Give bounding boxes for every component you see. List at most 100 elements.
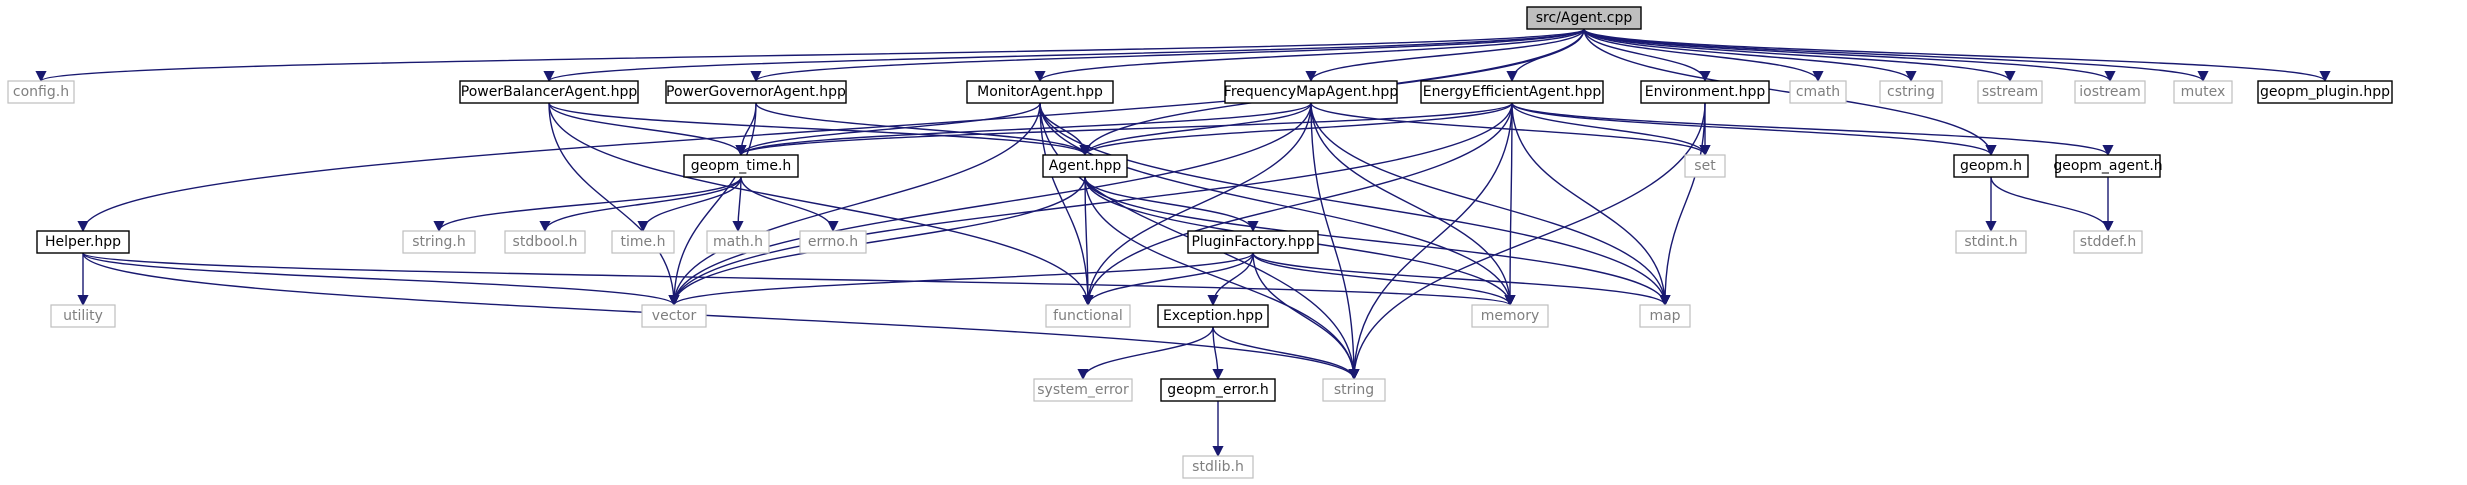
edge-geopmtime-to-errnoh [740,176,839,233]
node-geopmerror-box [1160,378,1276,402]
node-geopmagent-label: geopm_agent.h [2053,158,2162,174]
node-stddef-box [2073,230,2143,254]
node-functional: functional [1045,304,1131,328]
node-freqmap-box [1224,80,1398,104]
node-errnoh-box [799,230,867,254]
node-pluginfactory[interactable]: PluginFactory.hpp [1187,230,1319,254]
edge-powerbal-to-agent [548,102,1091,157]
node-timeh: time.h [611,230,675,254]
node-plugin-label: geopm_plugin.hpp [2260,84,2390,100]
edge-freqmap-to-vector [668,102,1312,307]
node-stdint: stdint.h [1955,230,2027,254]
edge-helper-to-string [82,252,1360,381]
node-helper[interactable]: Helper.hpp [36,230,130,254]
node-config-box [7,80,75,104]
node-config-label: config.h [13,84,69,100]
edges-layer [36,28,2331,458]
node-memory: memory [1471,304,1549,328]
edge-root-to-monitor [1034,28,1585,83]
edge-geopmtime-to-timeh [637,176,742,233]
edge-pluginfactory-to-memory [1252,252,1516,307]
node-powergov[interactable]: PowerGovernorAgent.hpp [665,80,847,104]
node-string-label: string [1334,382,1374,398]
node-cmath: cmath [1789,80,1847,104]
edge-energy-to-set [1511,102,1711,157]
node-cstring: cstring [1879,80,1943,104]
node-cmath-box [1789,80,1847,104]
edge-freqmap-to-map [1310,102,1671,307]
node-sstream-label: sstream [1982,84,2038,100]
node-geopmerror-label: geopm_error.h [1167,382,1269,398]
edge-environment-to-map [1659,102,1706,307]
node-helper-label: Helper.hpp [45,234,121,250]
edge-monitor-to-map [1039,102,1671,307]
edge-pluginfactory-to-exception [1207,252,1254,307]
node-geopmerror[interactable]: geopm_error.h [1160,378,1276,402]
node-root-label: src/Agent.cpp [1536,10,1633,26]
node-root-box [1526,6,1642,30]
node-string: string [1322,378,1386,402]
node-iostream-label: iostream [2079,84,2141,100]
node-system_error-label: system_error [1037,382,1129,398]
edge-root-to-freqmap [1305,28,1585,83]
node-agent[interactable]: Agent.hpp [1042,154,1128,178]
edge-monitor-to-geopmtime [735,102,1041,157]
node-geopmtime-label: geopm_time.h [691,158,792,174]
node-powerbal[interactable]: PowerBalancerAgent.hpp [459,80,639,104]
node-plugin-box [2257,80,2393,104]
edge-agent-to-vector [668,176,1086,307]
node-freqmap[interactable]: FrequencyMapAgent.hpp [1224,80,1399,104]
edge-freqmap-to-set [1310,102,1711,157]
node-stdbool-box [504,230,586,254]
node-monitor[interactable]: MonitorAgent.hpp [966,80,1114,104]
node-string-box [1322,378,1386,402]
edge-monitor-to-memory [1039,102,1516,307]
edge-root-to-cstring [1583,28,1917,83]
node-sstream-box [1977,80,2043,104]
node-utility-box [50,304,116,328]
edge-root-to-plugin [1583,28,2331,83]
edge-energy-to-map [1511,102,1671,307]
node-exception[interactable]: Exception.hpp [1157,304,1269,328]
node-agent-label: Agent.hpp [1049,158,1122,174]
edge-root-to-powergov [750,28,1585,83]
edge-monitor-to-vector [668,102,1041,307]
node-utility-label: utility [63,308,103,324]
edge-pluginfactory-to-map [1252,252,1671,307]
node-stdbool: stdbool.h [504,230,586,254]
edge-helper-to-memory [82,252,1516,307]
edge-energy-to-memory [1504,102,1516,307]
edge-pluginfactory-to-vector [668,252,1254,307]
node-exception-label: Exception.hpp [1163,308,1263,324]
node-geopmtime[interactable]: geopm_time.h [683,154,799,178]
node-memory-label: memory [1481,308,1540,324]
edge-agent-to-functional [1082,176,1094,307]
edge-monitor-to-functional [1039,102,1094,307]
node-energy[interactable]: EnergyEfficientAgent.hpp [1420,80,1604,104]
node-environment[interactable]: Environment.hpp [1640,80,1770,104]
node-set-label: set [1694,158,1716,174]
node-geopmh-label: geopm.h [1960,158,2022,174]
edge-agent-to-pluginfactory [1084,176,1259,233]
node-geopmh[interactable]: geopm.h [1953,154,2029,178]
edge-root-to-environment [1583,28,1711,83]
edge-root-to-cmath [1583,28,1824,83]
node-map-label: map [1649,308,1680,324]
edge-agent-to-map [1084,176,1671,307]
node-stringh: string.h [402,230,476,254]
node-root[interactable]: src/Agent.cpp [1526,6,1642,30]
edge-environment-to-string [1348,102,1706,381]
edge-freqmap-to-geopmtime [735,102,1312,157]
edge-geopmtime-to-mathh [732,176,744,233]
edge-root-to-config [36,28,1585,83]
node-cmath-label: cmath [1796,84,1840,100]
edge-freqmap-to-string [1310,102,1360,381]
node-set: set [1684,154,1726,178]
edge-root-to-mutex [1583,28,2209,83]
edge-powergov-to-agent [755,102,1091,157]
node-geopmagent[interactable]: geopm_agent.h [2053,154,2163,178]
edge-powerbal-to-functional [548,102,1094,307]
node-stdlib-box [1182,455,1254,479]
node-map: map [1639,304,1691,328]
node-plugin[interactable]: geopm_plugin.hpp [2257,80,2393,104]
